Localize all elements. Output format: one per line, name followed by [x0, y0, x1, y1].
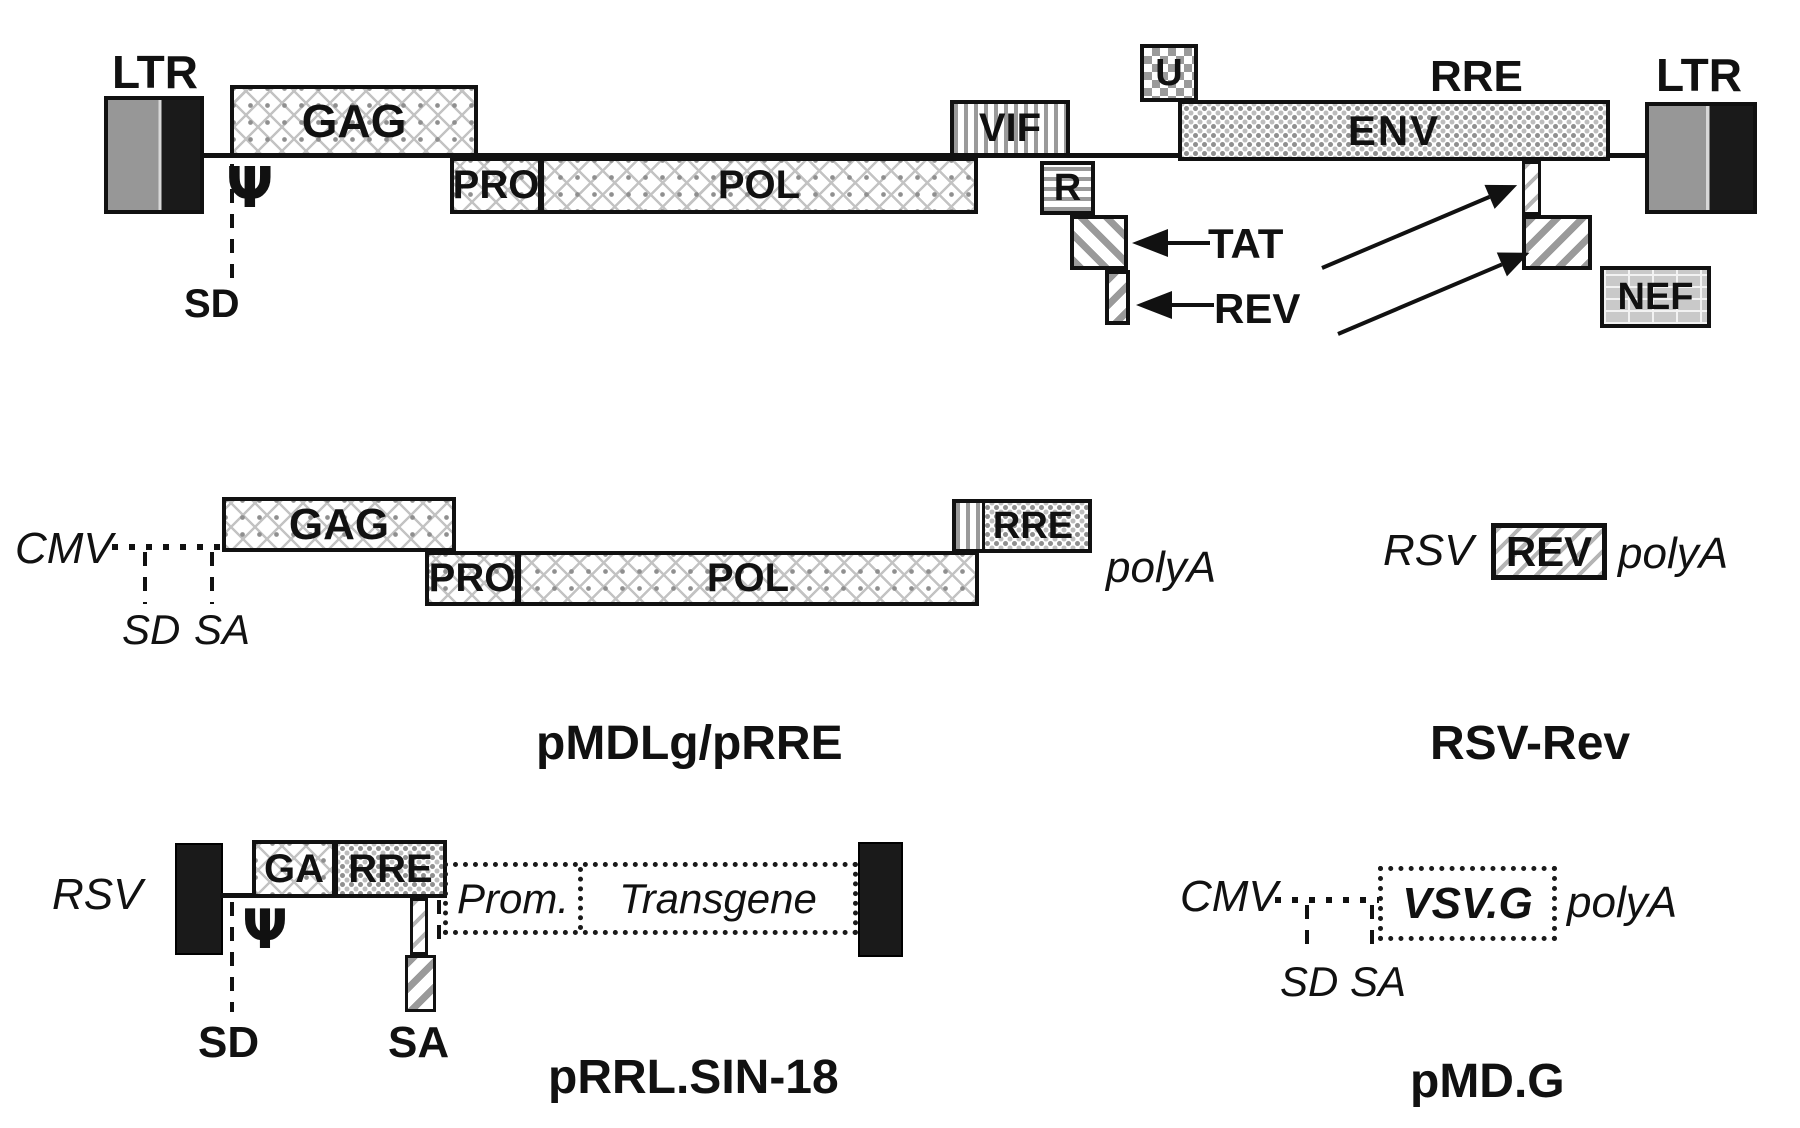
vif-gene-box: VIF [950, 100, 1070, 157]
prrl-sa-box [405, 955, 436, 1012]
nef-gene-label: NEF [1617, 275, 1694, 318]
vpr-gene-box: R [1040, 161, 1095, 215]
nef-gene-box: NEF [1600, 266, 1711, 328]
splice-donor-label: SD [184, 282, 240, 326]
pmdl-pol-label: POL [706, 556, 790, 600]
prrl-sa-dashed-line [437, 900, 441, 948]
pmdl-intron-dotted-line [112, 544, 222, 550]
prrl-transgene-cell: Transgene [583, 867, 853, 930]
tat-exon2-arrow [1321, 195, 1491, 270]
tat-exon1-box [1070, 215, 1128, 270]
pmdl-sa-dashed-line [210, 552, 214, 604]
ltr-left-label: LTR [112, 46, 199, 98]
pmdg-sd-dashed-line [1305, 905, 1309, 951]
pmdl-sd-dashed-line [143, 552, 147, 604]
pmdg-vsvg-label: VSV.G [1402, 878, 1533, 928]
prrl-rsv-promoter-label: RSV [52, 870, 143, 919]
prrl-sa-label: SA [388, 1018, 450, 1067]
pmdg-construct-name: pMD.G [1410, 1055, 1565, 1108]
ltr-right-box [1645, 102, 1757, 214]
pmdg-sa-dashed-line [1370, 905, 1374, 951]
pmdg-sd-label: SD [1280, 958, 1339, 1005]
pmdl-rre-env-sliver [956, 503, 985, 549]
pol-gene-box: POL [540, 157, 978, 214]
pmdl-rre-box: RRE [952, 499, 1092, 553]
tat-label: TAT [1208, 220, 1284, 267]
pmdg-intron-dotted-line [1275, 897, 1379, 903]
vpu-gene-label: U [1155, 51, 1183, 94]
rev-exon1-box [1105, 270, 1130, 325]
prrl-ga-box: GA [252, 840, 336, 898]
pmdl-sd-label: SD [122, 606, 181, 653]
pmdl-gag-box: GAG [222, 497, 456, 552]
pmdg-vsvg-box: VSV.G [1378, 866, 1557, 941]
rsvrev-polya-label: polyA [1618, 529, 1729, 578]
pmdl-pol-box: POL [517, 551, 979, 606]
prrl-baseline [220, 893, 256, 898]
env-gene-box: ENV [1178, 100, 1610, 161]
vif-gene-label: VIF [978, 106, 1042, 150]
pmdl-cmv-promoter-label: CMV [15, 524, 113, 573]
rev-arrow-line [1172, 303, 1214, 307]
pmdl-rre-label: RRE [992, 504, 1074, 547]
pmdg-polya-label: polyA [1567, 878, 1678, 927]
prrl-promoter-label: Prom. [456, 874, 569, 922]
pmdg-sa-label: SA [1350, 958, 1407, 1005]
prrl-sa-connector [410, 898, 428, 955]
rev-exon2-arrow [1337, 262, 1503, 336]
pmdl-construct-name: pMDLg/pRRE [536, 717, 843, 770]
prrl-sd-dashed-line [230, 902, 234, 1012]
tat-arrow-line [1168, 241, 1210, 245]
pol-gene-label: POL [717, 163, 801, 207]
rsvrev-rsv-promoter-label: RSV [1383, 526, 1474, 575]
gag-gene-box: GAG [230, 85, 478, 157]
vpu-gene-box: U [1140, 44, 1198, 102]
pro-gene-label: PRO [452, 163, 540, 207]
pro-gene-box: PRO [450, 157, 542, 214]
prrl-sd-label: SD [198, 1018, 260, 1067]
tat-arrowhead-icon [1132, 229, 1168, 257]
prrl-promoter-cell: Prom. [448, 867, 583, 930]
vpr-gene-label: R [1053, 166, 1082, 209]
pmdl-gag-label: GAG [288, 499, 390, 549]
rsvrev-rev-label: REV [1505, 527, 1593, 575]
pmdg-cmv-promoter-label: CMV [1180, 872, 1278, 921]
ltr-left-box [104, 96, 204, 214]
provirus-baseline [200, 153, 1650, 158]
splice-donor-dashed-line [230, 164, 234, 280]
prrl-ltr-right-black-box [858, 842, 903, 957]
pmdl-sa-label: SA [194, 606, 251, 653]
prrl-construct-name: pRRL.SIN-18 [548, 1051, 839, 1104]
prrl-rre-box: RRE [334, 840, 447, 898]
pmdl-pro-label: PRO [428, 556, 516, 600]
ltr-right-label: LTR [1656, 49, 1743, 101]
pmdl-pro-box: PRO [425, 551, 519, 606]
rev-arrowhead-icon [1136, 291, 1172, 319]
tat-rev-exon2-box [1522, 215, 1592, 270]
tat-rev-exon2-connector [1522, 161, 1541, 215]
rsvrev-construct-name: RSV-Rev [1430, 717, 1631, 770]
pmdl-polya-label: polyA [1106, 543, 1217, 592]
prrl-rre-label: RRE [348, 846, 433, 891]
rre-label: RRE [1430, 52, 1523, 101]
prrl-transgene-label: Transgene [619, 874, 817, 922]
gag-gene-label: GAG [301, 95, 407, 147]
prrl-expression-cassette: Prom. Transgene [443, 862, 858, 935]
env-gene-label: ENV [1347, 106, 1441, 154]
prrl-psi-packaging-signal: Ψ [242, 898, 288, 961]
prrl-ga-label: GA [264, 846, 324, 891]
rsvrev-rev-box: REV [1491, 523, 1607, 580]
prrl-ltr-left-black-box [175, 843, 223, 955]
rev-label: REV [1214, 285, 1301, 332]
